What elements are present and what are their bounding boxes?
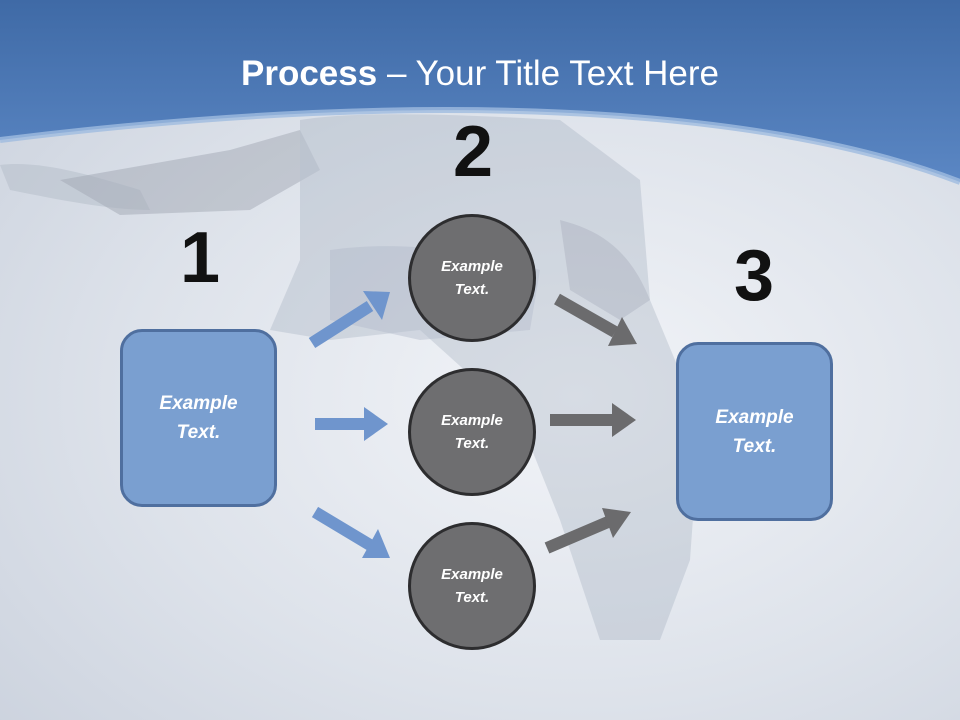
step-1-text-line2: Text. xyxy=(176,422,221,443)
arrow-from-circle-top xyxy=(554,293,637,346)
arrow-from-circle-bottom xyxy=(544,508,631,554)
circle-middle-text-line2: Text. xyxy=(454,435,490,452)
step-number-1: 1 xyxy=(179,218,221,298)
circle-middle-text-line1: Example xyxy=(441,412,503,429)
slide-title: Process – Your Title Text Here xyxy=(0,52,960,96)
step-number-3: 3 xyxy=(733,236,775,316)
header-curve-highlight xyxy=(0,107,960,185)
circle-bottom-text-line2: Text. xyxy=(454,589,490,606)
arrow-from-circle-middle xyxy=(550,403,636,437)
step-2-circle-middle: Example Text. xyxy=(408,368,536,496)
circle-top-text-line2: Text. xyxy=(454,281,490,298)
step-1-box: Example Text. xyxy=(120,329,277,507)
step-number-2: 2 xyxy=(452,112,494,192)
step-3-text-line2: Text. xyxy=(732,435,777,457)
header-band xyxy=(0,0,960,182)
step-3-text-line1: Example xyxy=(715,406,794,428)
arrow-to-circle-top xyxy=(308,291,390,349)
step-2-circle-top: Example Text. xyxy=(408,214,536,342)
step-3-box: Example Text. xyxy=(676,342,833,521)
step-2-circle-bottom: Example Text. xyxy=(408,522,536,650)
circle-bottom-text-line1: Example xyxy=(441,566,503,583)
title-bold: Process xyxy=(241,54,378,93)
title-rest: – Your Title Text Here xyxy=(377,54,719,93)
step-1-text-line1: Example xyxy=(159,393,238,414)
arrow-to-circle-middle xyxy=(315,407,388,441)
arrow-to-circle-bottom xyxy=(311,506,390,558)
dancer-silhouette-image xyxy=(0,114,700,640)
circle-top-text-line1: Example xyxy=(441,258,503,275)
